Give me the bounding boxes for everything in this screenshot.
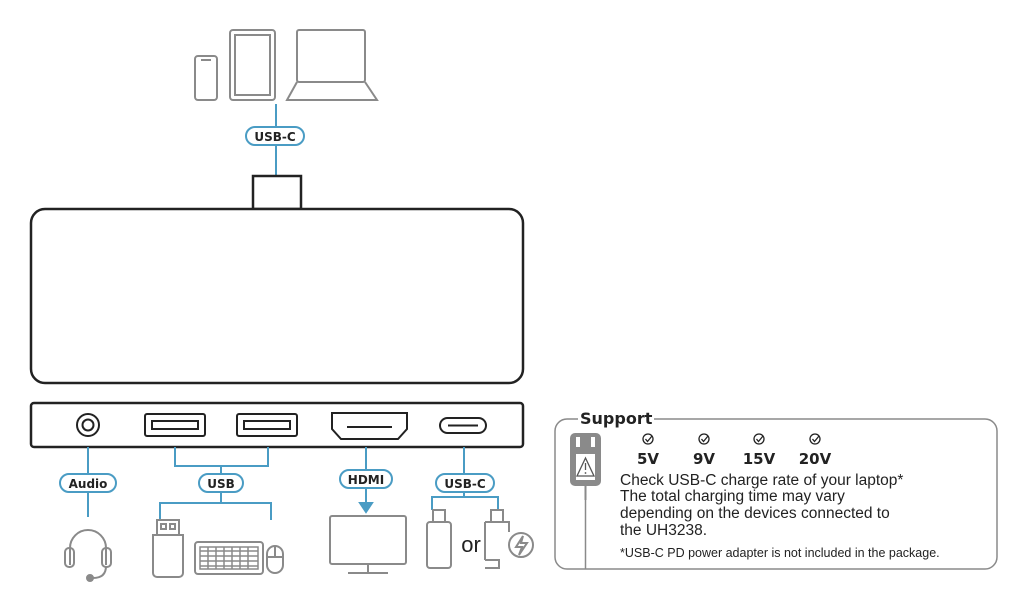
info-line-4: the UH3238. [620,522,707,539]
usb-port-1-icon [144,413,206,437]
bottom-usbc-label: USB-C [444,477,486,491]
audio-pill: Audio [59,473,117,493]
check-15v-icon [753,433,765,445]
bottom-usbc-pill: USB-C [435,473,495,493]
warning-plug-icon [570,433,601,569]
usb-port-2-icon [236,413,298,437]
check-5v-icon [642,433,654,445]
footnote: *USB-C PD power adapter is not included … [620,546,940,560]
or-text: or [461,532,481,557]
audio-port-icon [76,413,100,437]
headset-icon [64,529,112,582]
info-line-3: depending on the devices connected to [620,505,890,522]
usb-label: USB [207,477,235,491]
check-20v-icon [809,433,821,445]
top-usbc-label: USB-C [254,130,296,144]
keyboard-icon [194,541,264,575]
support-title: Support [580,409,653,428]
voltage-9v: 9V [693,450,715,468]
voltage-5v: 5V [637,450,659,468]
info-line-2: The total charging time may vary [620,488,845,505]
hub-usbc-plug [251,174,303,211]
source-devices [194,29,379,101]
hub-body [29,207,525,385]
usb-pill: USB [198,473,244,493]
phone-icon [194,55,218,101]
check-9v-icon [698,433,710,445]
hdmi-port-icon [331,412,408,440]
hdmi-pill: HDMI [339,469,393,489]
power-adapter-icon [484,509,534,569]
mouse-icon [266,545,284,574]
hdmi-label: HDMI [348,473,384,487]
monitor-icon [329,515,407,574]
usb-flash-drive-icon [152,519,184,578]
info-line-1: Check USB-C charge rate of your laptop* [620,472,903,489]
audio-label: Audio [69,477,108,491]
top-usbc-pill: USB-C [245,126,305,146]
tablet-icon [229,29,276,101]
laptop-icon [285,29,379,101]
voltage-list: 5V 9V 15V 20V [637,433,832,468]
usbc-port-icon [439,417,487,434]
voltage-15v: 15V [743,450,776,468]
voltage-20v: 20V [799,450,832,468]
support-panel: Support 5V 9V [554,409,998,570]
usbc-cable-icon [426,509,452,569]
